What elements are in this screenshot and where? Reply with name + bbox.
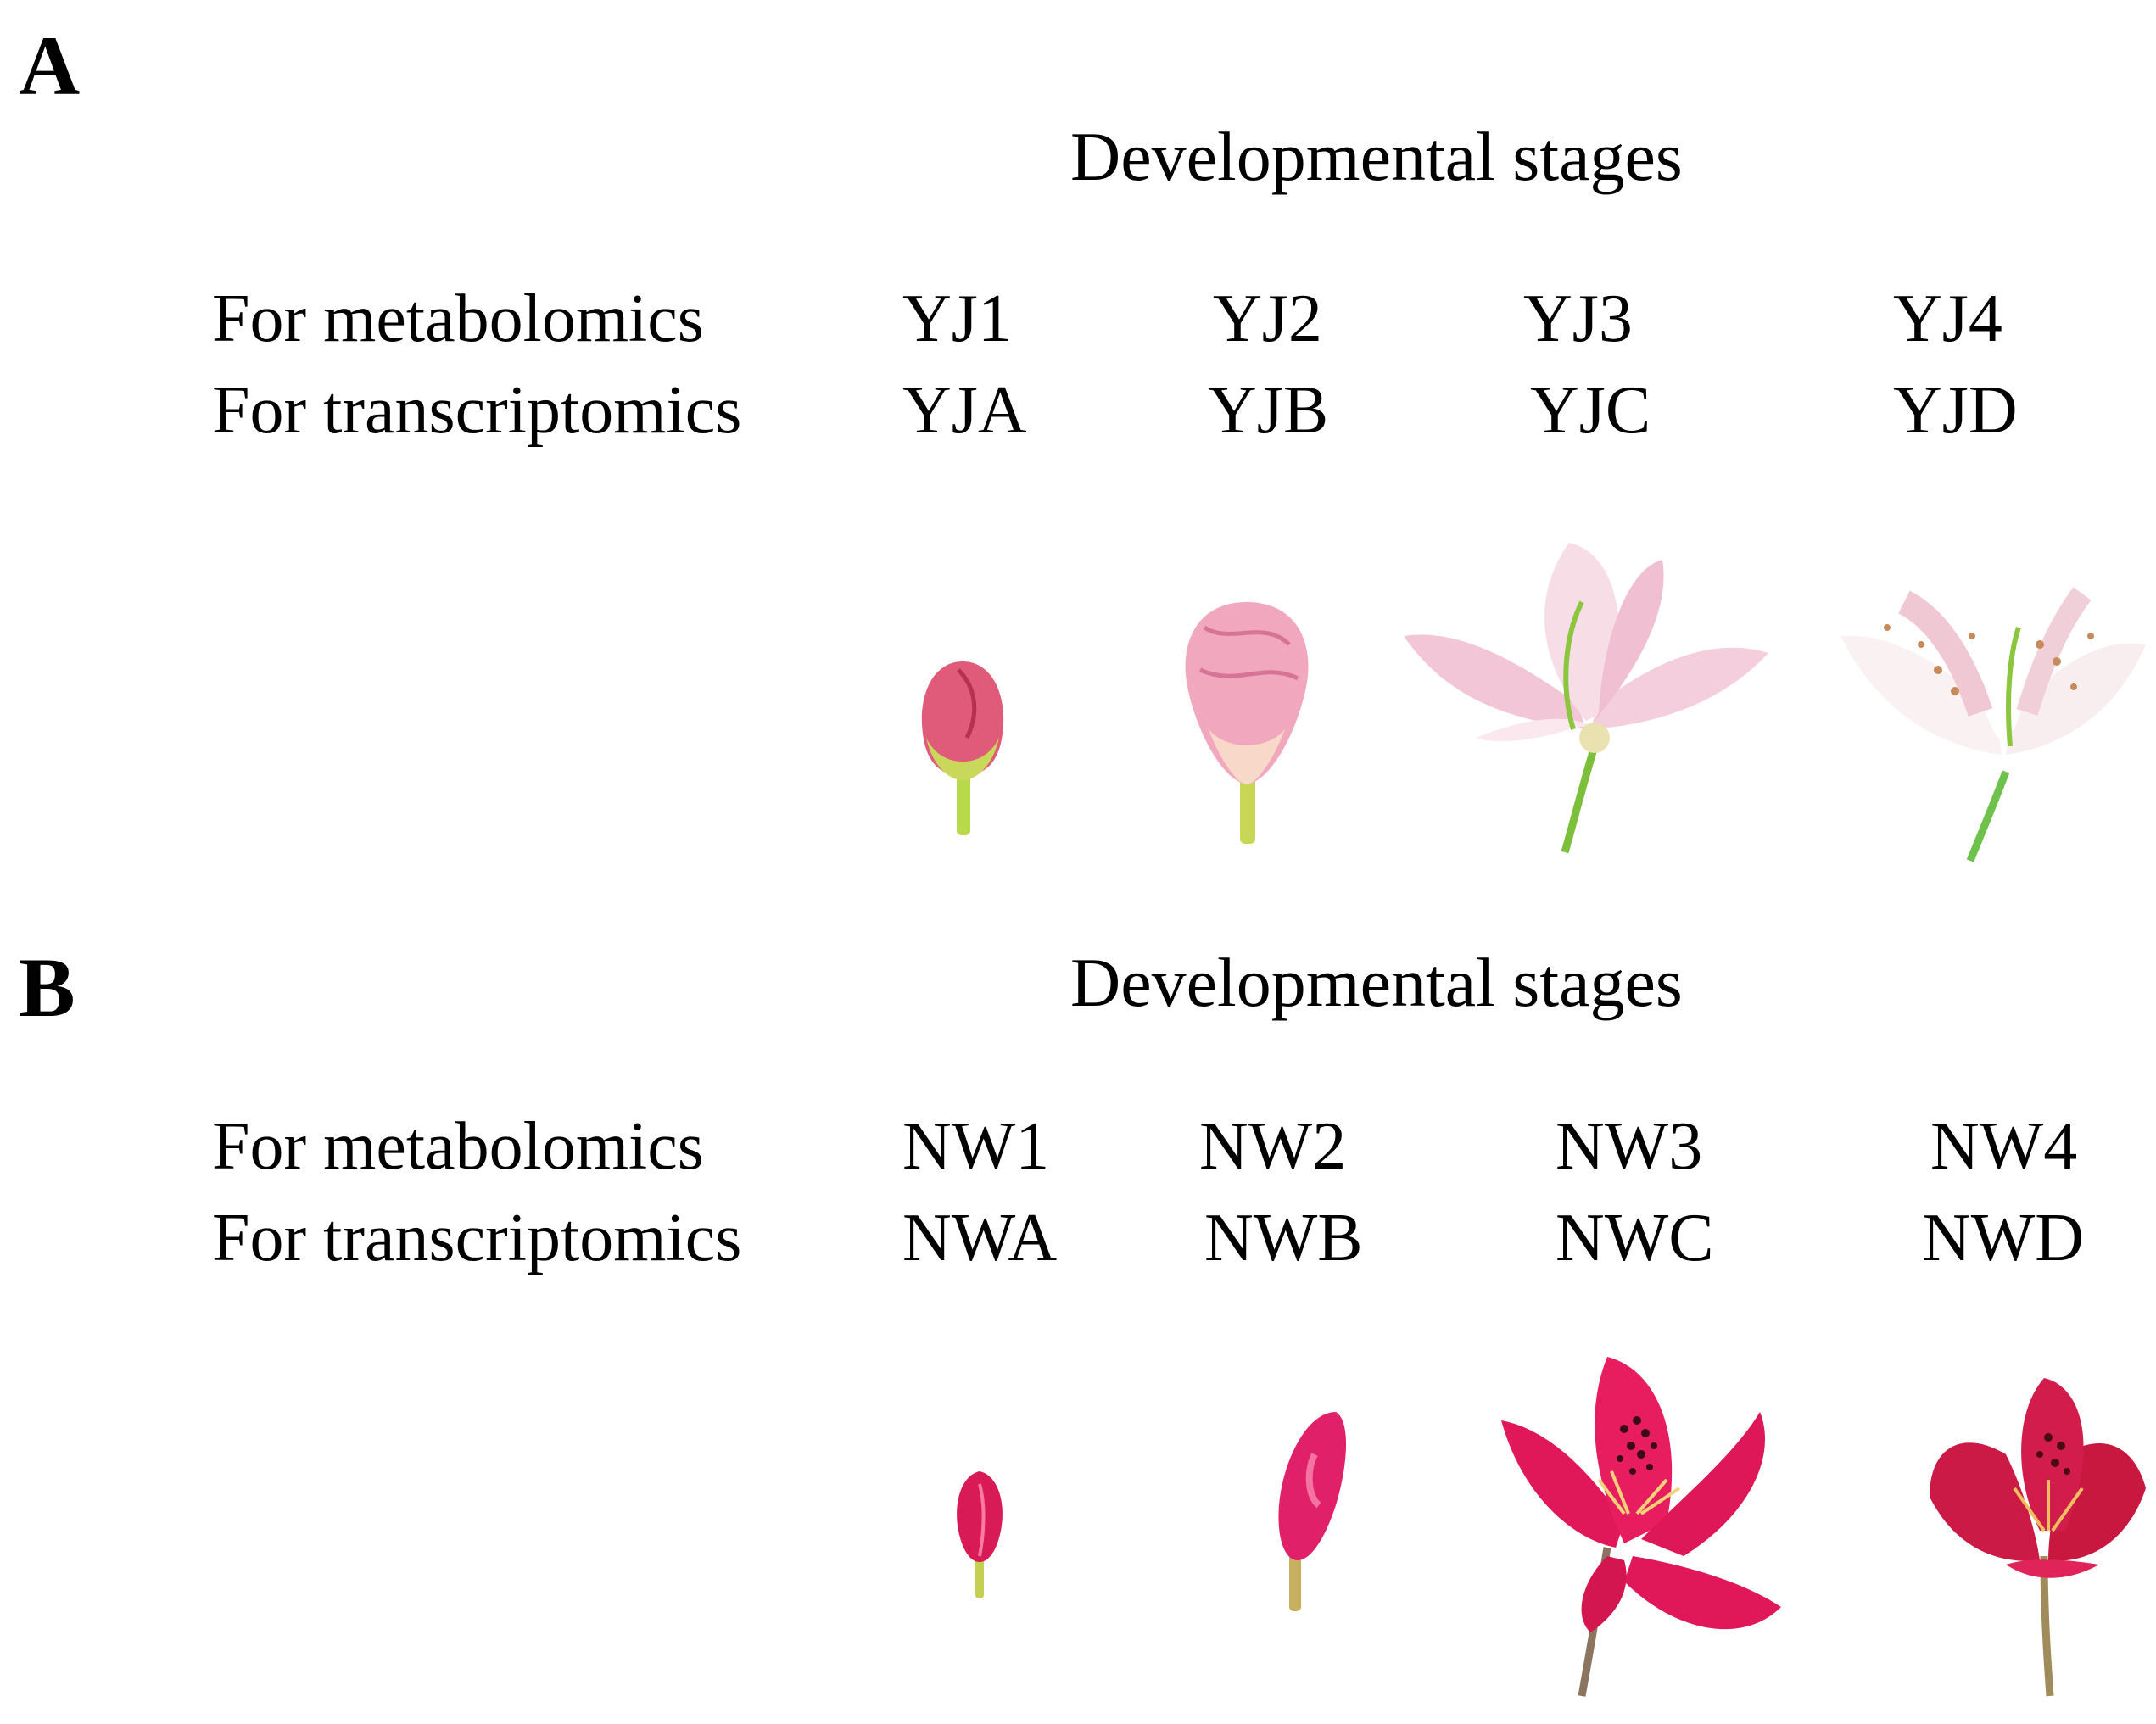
panel-a-trans-stage-4: YJD bbox=[1893, 373, 2018, 448]
panel-b-transcriptomics-label: For transcriptomics bbox=[212, 1201, 742, 1275]
panel-a-trans-stage-3: YJC bbox=[1530, 373, 1651, 448]
panel-b-metab-stage-3: NW3 bbox=[1556, 1109, 1703, 1184]
panel-a-metab-stage-4: YJ4 bbox=[1893, 282, 2002, 356]
panel-b-trans-stage-4: NWD bbox=[1922, 1201, 2085, 1275]
panel-b-flower-stage-4 bbox=[1930, 1378, 2146, 1697]
panel-a-trans-stage-2: YJB bbox=[1208, 373, 1329, 448]
panel-a-flower-stage-1 bbox=[921, 661, 1004, 835]
panel-a-flower-stage-2 bbox=[1185, 602, 1309, 844]
panel-a-metab-stage-1: YJ1 bbox=[902, 282, 1012, 356]
panel-a-metab-stage-2: YJ2 bbox=[1213, 282, 1322, 356]
panel-a-transcriptomics-label: For transcriptomics bbox=[212, 373, 742, 448]
panel-b-metab-stage-2: NW2 bbox=[1199, 1109, 1347, 1184]
panel-b-trans-stage-3: NWC bbox=[1556, 1201, 1714, 1275]
panel-b-flower-stage-1 bbox=[957, 1471, 1003, 1598]
panel-a-metabolomics-label: For metabolomics bbox=[212, 282, 704, 356]
panel-a-heading: Developmental stages bbox=[1070, 118, 1683, 195]
panel-b-metab-stage-1: NW1 bbox=[902, 1109, 1050, 1184]
panel-a-metab-stage-3: YJ3 bbox=[1523, 282, 1633, 356]
panel-b-metab-stage-4: NW4 bbox=[1930, 1109, 2078, 1184]
panel-b-trans-stage-1: NWA bbox=[902, 1201, 1058, 1275]
panel-b-heading: Developmental stages bbox=[1070, 944, 1683, 1021]
panel-b-trans-stage-2: NWB bbox=[1204, 1201, 1363, 1275]
panel-b-metabolomics-label: For metabolomics bbox=[212, 1109, 704, 1184]
panel-b-flower-stage-3 bbox=[1501, 1357, 1781, 1697]
panel-a-flower-stage-3 bbox=[1404, 543, 1768, 854]
panel-b-letter: B bbox=[19, 940, 75, 1035]
panel-a-trans-stage-1: YJA bbox=[902, 373, 1027, 448]
panel-a-letter: A bbox=[19, 19, 81, 113]
panel-a-flower-stage-4 bbox=[1840, 560, 2146, 862]
panel-b-flower-stage-2 bbox=[1278, 1412, 1347, 1611]
